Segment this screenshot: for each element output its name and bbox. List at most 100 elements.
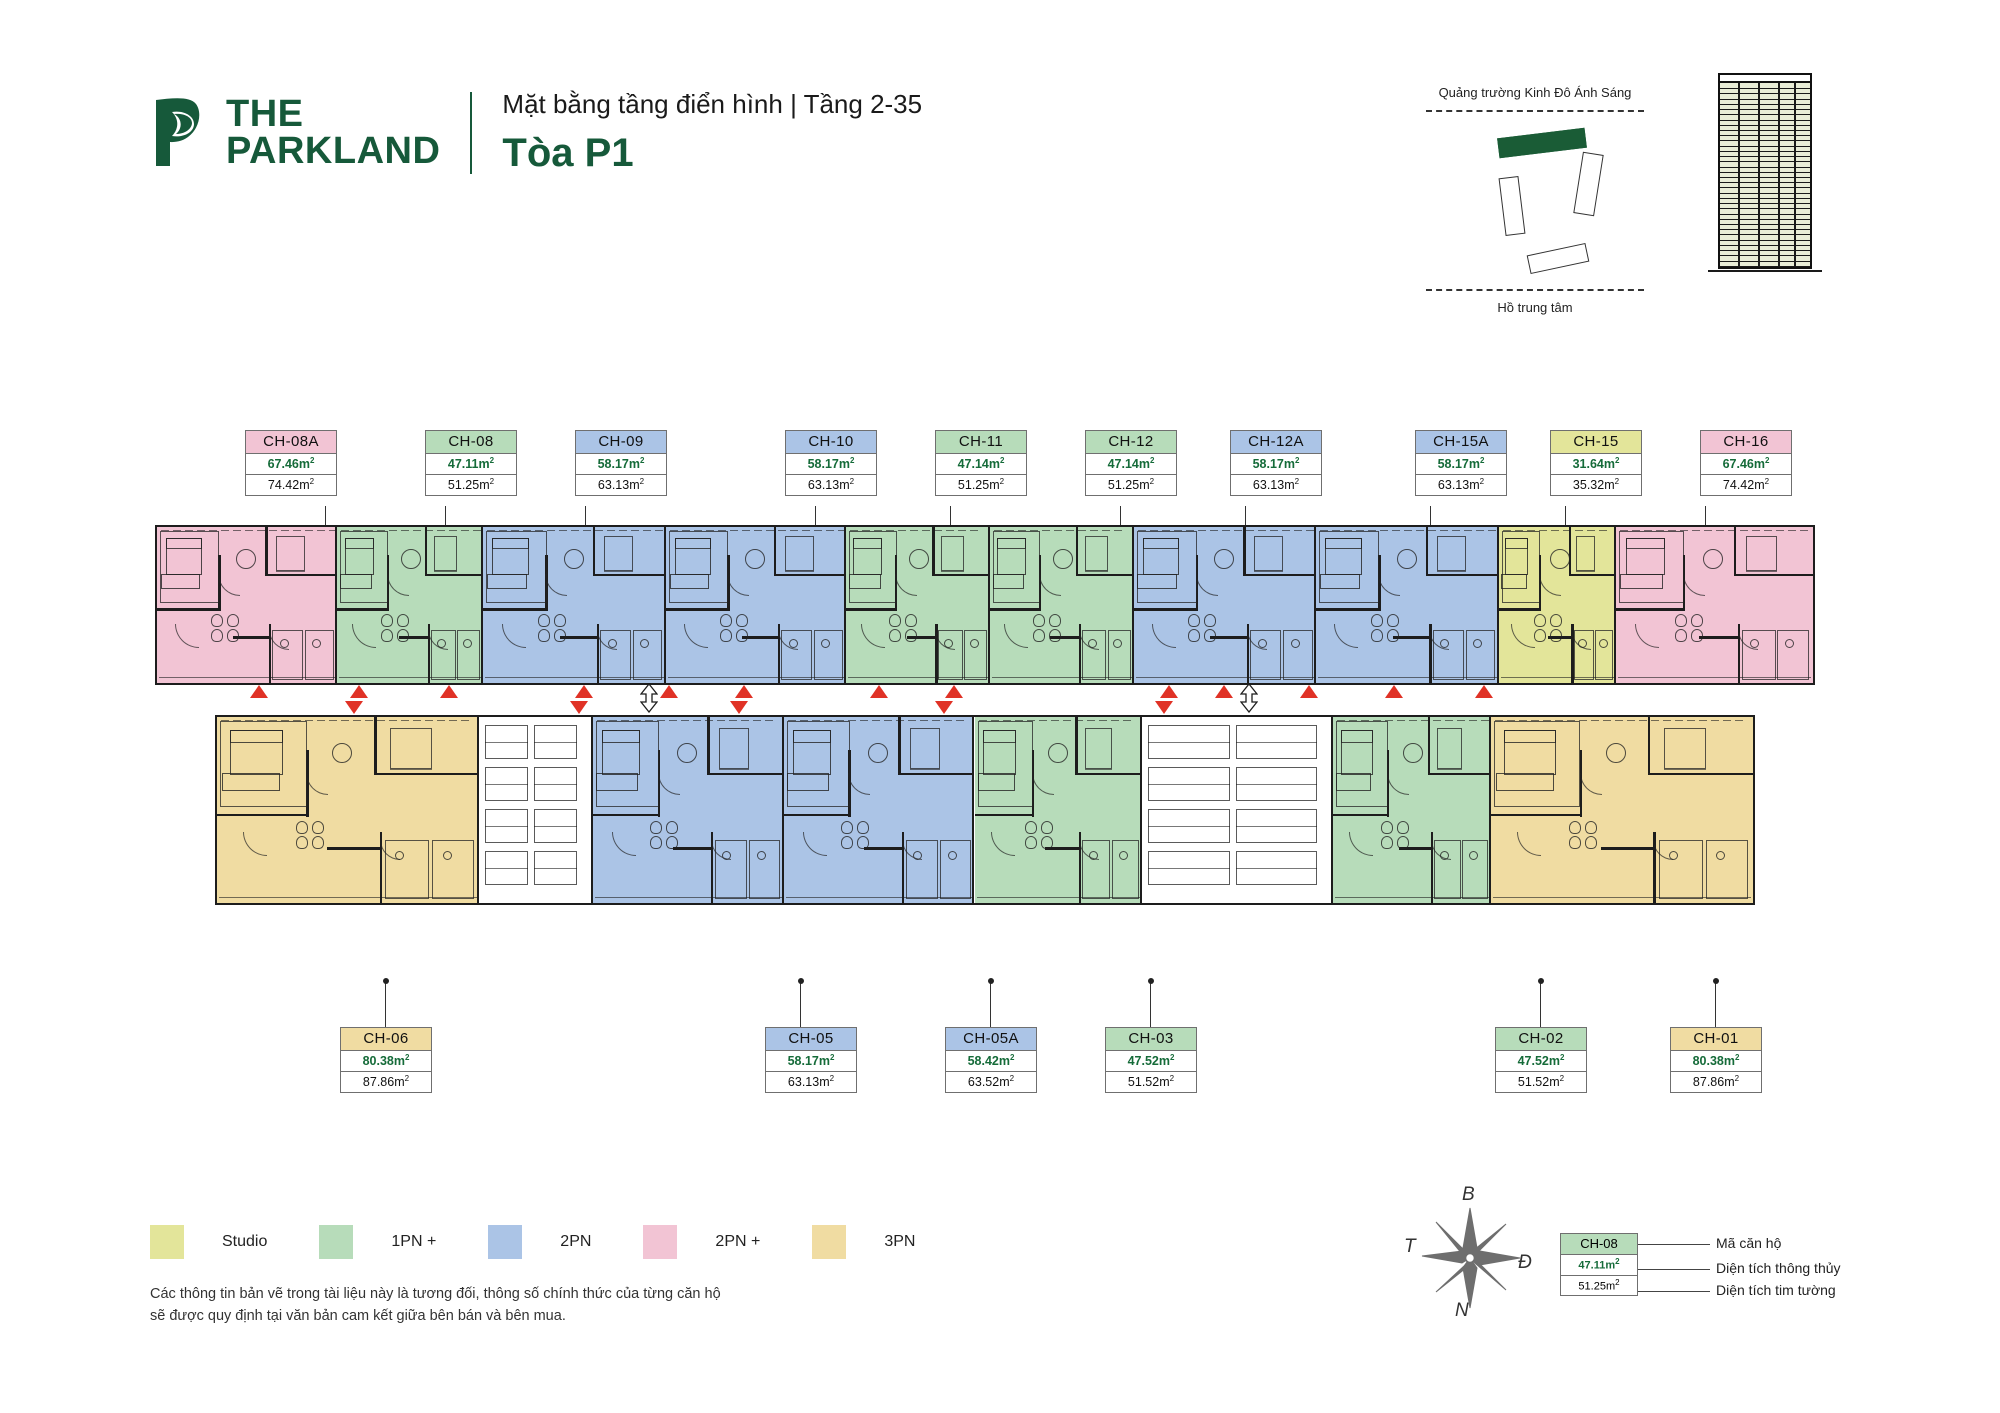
plan-detail [932,527,935,574]
plan-detail [1571,623,1574,683]
plan-detail [1554,719,1563,721]
plan-detail [736,629,749,643]
tower-base [1708,270,1822,278]
plan-unit-ch-01[interactable] [1490,717,1753,903]
plan-detail [1370,614,1383,628]
plan-detail [389,529,398,531]
plan-unit-ch-02[interactable] [1333,717,1491,903]
plan-unit-ch-12a[interactable] [1133,527,1317,683]
plan-unit-ch-03[interactable] [974,717,1143,903]
plan-detail [813,529,822,531]
exit-arrow-up-icon [660,685,678,698]
plan-detail [958,529,967,531]
tower-floor-line [1720,208,1810,210]
plan-detail [905,629,918,643]
tower-elevation-icon [1700,73,1830,278]
plan-detail [1436,536,1466,571]
plan-detail [221,529,229,531]
plan-detail [265,573,336,577]
plan-detail [1691,529,1700,531]
exit-arrow-up-icon [440,685,458,698]
floor-plan-drawing [155,525,1815,975]
unit-gross-area: 87.86m2 [362,1074,410,1090]
plan-detail [898,717,901,773]
plan-unit-ch-06[interactable] [217,717,480,903]
plan-detail [1084,536,1108,571]
plan-detail [1325,537,1362,549]
plan-detail [837,529,845,531]
plan-detail [1619,529,1628,531]
unit-code: CH-05A [946,1028,1036,1051]
plan-detail [222,772,280,792]
plan-unit-ch-12[interactable] [989,527,1134,683]
legend-item-1pn: 1PN + [319,1225,436,1259]
plan-unit-ch-05a[interactable] [783,717,975,903]
plan-detail [727,573,750,596]
plan-detail [227,614,240,628]
plan-unit-ch-15[interactable] [1498,527,1616,683]
plan-detail [932,573,988,577]
key-sample-gross: 51.25m2 [1578,1277,1620,1293]
plan-detail [1514,529,1523,531]
plan-detail [840,836,853,850]
tower-floor-line [1720,88,1810,90]
core-shaft-line [1148,742,1230,744]
unit-code: CH-08 [426,431,516,454]
plan-unit-ch-16[interactable] [1615,527,1813,683]
plan-detail [1370,629,1383,643]
disclaimer-line-2: sẽ được quy định tại văn bản cam kết giữ… [150,1308,566,1325]
plan-detail [306,750,309,818]
plan-detail [233,719,241,721]
location-top-label: Quảng trường Kinh Đô Ánh Sáng [1438,85,1632,100]
plan-detail [1469,719,1478,721]
legend-swatch [488,1225,523,1259]
plan-unit-ch-08[interactable] [337,527,484,683]
plan-detail [1702,548,1723,569]
plan-detail [1319,573,1360,590]
plan-detail [1643,529,1652,531]
legend-item-2pn: 2PN + [643,1225,760,1259]
plan-detail [853,537,883,549]
plan-detail [523,529,532,531]
core-shaft-line [485,784,528,786]
plan-detail [907,719,916,721]
plan-detail [993,529,1002,531]
plan-detail [867,743,888,764]
compass-east-label: Đ [1518,1252,1532,1273]
plan-detail [848,772,871,795]
plan-unit-ch-11[interactable] [846,527,990,683]
plan-detail [340,573,373,590]
plan-detail [232,636,269,639]
plan-detail [656,719,665,721]
plan-detail [219,897,478,899]
plan-unit-ch-08a[interactable] [157,527,338,683]
plan-detail [1585,821,1598,835]
plan-detail [332,743,353,764]
plan-detail [1085,728,1113,770]
plan-detail [847,719,856,721]
parkland-leaf-p-logo-icon [156,98,200,166]
unit-gross-area: 51.52m2 [1127,1074,1175,1090]
plan-detail [1710,719,1719,721]
plan-unit-ch-09[interactable] [483,527,666,683]
plan-unit-ch-10[interactable] [665,527,847,683]
plan-unit-ch-15a[interactable] [1316,527,1499,683]
plan-detail [486,573,528,590]
plan-unit-ch-05[interactable] [592,717,784,903]
